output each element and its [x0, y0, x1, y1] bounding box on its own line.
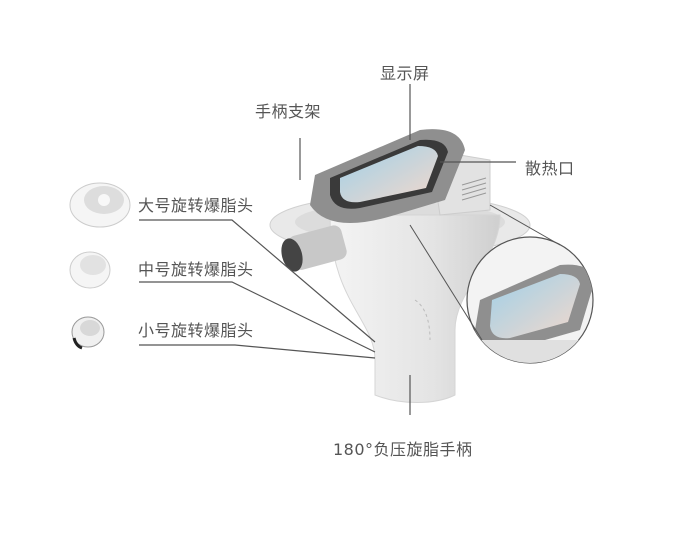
display-screen: [340, 146, 438, 203]
display-unit: [310, 129, 465, 223]
vent-slots: [461, 177, 487, 201]
grip-marks: [414, 299, 431, 341]
handle-label: 180°负压旋脂手柄: [333, 440, 473, 459]
large-head-label: 大号旋转爆脂头: [138, 196, 254, 215]
leader-lines: [139, 84, 516, 415]
rotary-head-knob: [281, 225, 347, 272]
vent-label: 散热口: [525, 159, 575, 178]
display-label: 显示屏: [380, 64, 430, 83]
small-head-image: [71, 316, 105, 350]
medium-head-image: [69, 251, 111, 289]
medium-head-label: 中号旋转爆脂头: [138, 260, 254, 279]
handle-holder-label: 手柄支架: [255, 102, 322, 121]
large-head-image: [69, 182, 131, 228]
small-head-label: 小号旋转爆脂头: [138, 321, 254, 340]
vent-detail-inset: [409, 204, 594, 364]
